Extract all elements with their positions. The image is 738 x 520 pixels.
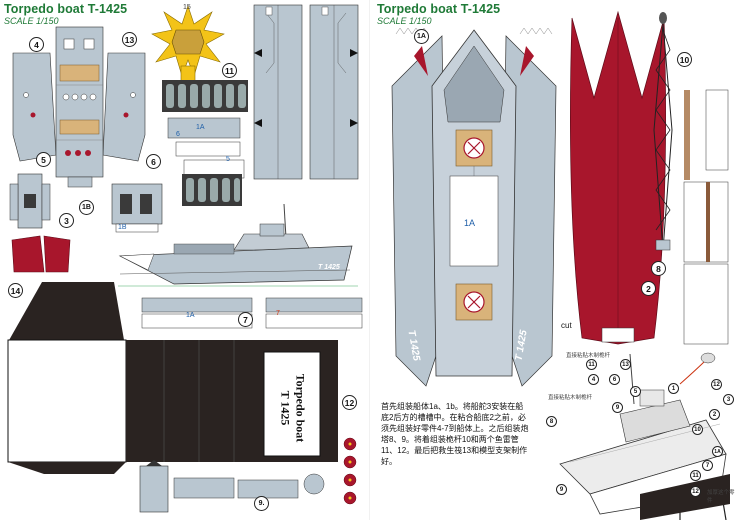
life-raft-part-13 [151,5,225,83]
diagram-number-13: 13 [620,359,631,370]
step-number-5: 5 [36,152,51,167]
deck-strip-part-7 [141,297,363,329]
step-number-2: 2 [641,281,656,296]
step-number-3: 3 [59,213,74,228]
diagram-number-2: 2 [709,409,720,420]
diagram-number-5: 5 [630,386,641,397]
label-15: 15 [183,4,191,11]
banner-line-1: Torpedo boat [293,373,308,443]
label-1a-b: 1A [186,312,195,319]
label-1a-a: 1A [196,124,205,131]
callout-right: 加厚这个零件 [707,490,735,504]
right-sheet-scale: SCALE 1/150 [377,16,432,26]
diagram-number-8: 8 [546,416,557,427]
torpedo-roller-parts [162,80,248,112]
step-number-1b: 1B [79,200,94,215]
step-number-8: 8 [651,261,666,276]
diagram-number-9: 9 [612,402,623,413]
diagram-number-9b: 9 [556,484,567,495]
left-sheet-title: Torpedo boat T-1425 [4,2,128,16]
mast-part-10 [653,12,673,251]
diagram-number-3: 3 [723,394,734,405]
label-1b: 1B [118,224,127,231]
side-view-hull-name: T 1425 [318,264,340,271]
depth-charge-part-12 [343,437,357,505]
step-number-4: 4 [29,37,44,52]
callout-top: 直接粘贴木制桅杆 [566,353,611,359]
diagram-number-12: 12 [711,379,722,390]
torpedo-tube-part-11 [253,4,359,180]
assembly-instructions: 首先组装船体1a、1b。将船舵3安装在船底2后方的槽槽中。在粘合船底2之前，必须… [381,402,529,466]
diagram-number-11b: 11 [690,470,701,481]
superstructure-part-4 [12,26,146,188]
deck-strips [683,89,729,345]
callout-mid: 直接粘贴木制桅杆 [548,395,593,401]
diagram-number-1: 1 [668,383,679,394]
label-7: 7 [276,310,280,317]
torpedo-roller-parts-lower [182,174,242,206]
diagram-number-12b: 12 [690,486,701,497]
panel-part-6 [167,117,245,179]
cut-label: cut [561,321,572,330]
diagram-number-6: 6 [609,374,620,385]
stand-banner: Torpedo boat T 1425 [264,356,320,460]
banner-line-2: T 1425 [278,390,293,426]
label-6: 6 [176,131,180,138]
hull-part-1a [391,27,557,387]
step-number-11: 11 [222,63,237,78]
diagram-number-4: 4 [588,374,599,385]
boat-side-view [118,203,358,287]
step-number-13: 13 [122,32,137,47]
bridge-part-5 [9,173,51,229]
gun-part-9 [139,460,325,513]
sheet-divider [369,0,370,520]
hull-part-1b [111,183,163,233]
diagram-number-10: 10 [692,424,703,435]
step-number-10: 10 [677,52,692,67]
assembly-diagram [559,352,730,520]
label-5: 5 [226,156,230,163]
diagram-number-11: 11 [586,359,597,370]
step-number-14: 14 [8,283,23,298]
hull-label-1a: 1A [464,218,476,228]
stand-part-14 [7,282,338,474]
step-number-1a: 1A [414,29,429,44]
step-number-7: 7 [238,312,253,327]
hull-bottom-part-2 [570,10,666,345]
right-sheet-title: Torpedo boat T-1425 [377,2,501,16]
diagram-number-1a: 1A [712,446,723,457]
diagram-number-7: 7 [702,460,713,471]
step-number-6: 6 [146,154,161,169]
step-number-9: 9. [254,496,269,511]
step-number-12: 12 [342,395,357,410]
rudder-part-3 [11,235,71,273]
left-sheet-scale: SCALE 1/150 [4,16,59,26]
